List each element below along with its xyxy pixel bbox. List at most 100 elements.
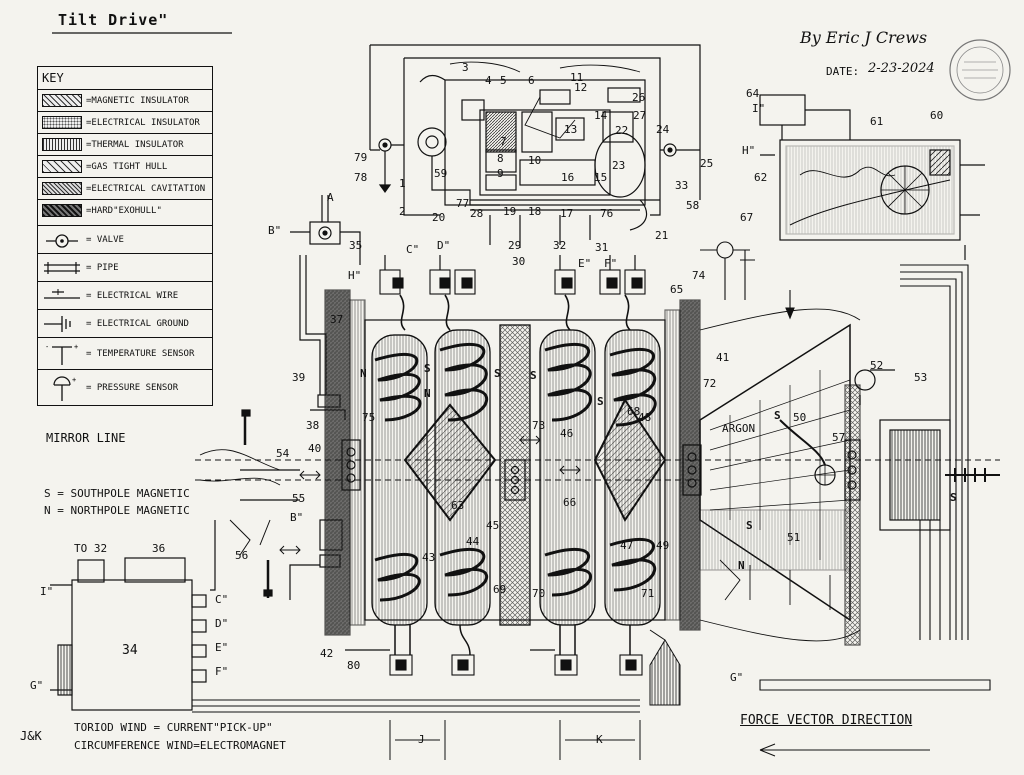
part-number: 47 <box>620 539 634 552</box>
part-number: 49 <box>656 539 670 552</box>
part-number: 12 <box>574 81 588 94</box>
part-number: 53 <box>914 371 928 384</box>
part-number: 54 <box>276 447 290 460</box>
part-number: 56 <box>235 549 249 562</box>
part-number: 25 <box>700 157 714 170</box>
part-number: 77 <box>456 197 470 210</box>
pole-mark: N <box>738 559 745 572</box>
pole-mark: S <box>746 519 753 532</box>
pole-mark: S <box>774 409 781 422</box>
part-number: 46 <box>560 427 574 440</box>
letter-label: H" <box>742 144 756 157</box>
heater-tank <box>759 94 985 260</box>
key-label: =MAGNETIC INSULATOR <box>86 96 189 106</box>
part-number: 40 <box>308 442 322 455</box>
part-number: 48 <box>638 411 652 424</box>
letter-label: E" <box>578 257 592 270</box>
key-label: =ELECTRICAL CAVITATION <box>86 184 206 194</box>
part-number: 71 <box>641 587 655 600</box>
part-number: 2 <box>399 205 406 218</box>
key-row: =ELECTRICAL INSULATOR <box>38 111 212 134</box>
pole-mark: N <box>424 387 431 400</box>
letter-label: F" <box>604 257 618 270</box>
part-number: 19 <box>503 205 517 218</box>
part-number: 70 <box>532 587 546 600</box>
jk-label: J&K <box>20 729 42 743</box>
part-number: 79 <box>354 151 368 164</box>
letter-label: H" <box>348 269 362 282</box>
letter-label: C" <box>406 243 420 256</box>
magnetic-insulator-swatch <box>42 94 82 107</box>
pole-mark: S <box>950 491 957 504</box>
part-number: 6 <box>528 74 535 87</box>
part-number: 29 <box>508 239 522 252</box>
letter-label: E" <box>215 641 229 654</box>
thermal-insulator-swatch <box>42 138 82 151</box>
part-number: 57 <box>832 431 846 444</box>
part-number: 38 <box>306 419 320 432</box>
author-signature: By Eric J Crews <box>800 28 928 47</box>
part-number: 63 <box>451 499 465 512</box>
part-number: 74 <box>692 269 706 282</box>
date-label: DATE: <box>826 65 860 78</box>
argon-label: ARGON <box>722 422 756 435</box>
part-number: 69 <box>493 583 507 596</box>
part-number: 75 <box>362 411 376 424</box>
part-number: 22 <box>615 124 629 137</box>
letter-label: B" <box>290 511 304 524</box>
key-row: + = PRESSURE SENSOR <box>38 369 212 406</box>
pole-mark: S <box>424 362 431 375</box>
key-label: = ELECTRICAL GROUND <box>86 319 189 329</box>
part-number: 58 <box>686 199 700 212</box>
gas-tight-hull-swatch <box>42 160 82 173</box>
force-vector-label: FORCE VECTOR DIRECTION <box>740 713 913 728</box>
part-number: 35 <box>349 239 363 252</box>
hard-exohull-swatch <box>42 204 82 217</box>
part-number: 26 <box>632 91 646 104</box>
part-number: 73 <box>532 419 546 432</box>
flow-arrows <box>279 435 581 555</box>
key-label: =GAS TIGHT HULL <box>86 162 168 172</box>
key-label: = PIPE <box>86 263 119 273</box>
north-pole-legend: N = NORTHPOLE MAGNETIC <box>44 504 190 517</box>
part-number: 52 <box>870 359 884 372</box>
part-number: 72 <box>703 377 717 390</box>
part-number: 39 <box>292 371 306 384</box>
part-number: 65 <box>670 283 684 296</box>
part-number: 37 <box>330 313 344 326</box>
part-number: 13 <box>564 123 578 136</box>
key-row: -+ = TEMPERATURE SENSOR <box>38 337 212 370</box>
pressure-sensor-symbol-icon: + <box>53 376 76 401</box>
letter-label: F" <box>215 665 229 678</box>
part-number: 9 <box>497 167 504 180</box>
part-number: 14 <box>594 109 608 122</box>
key-row: = ELECTRICAL WIRE <box>38 281 212 310</box>
electrical-wire-symbol-icon <box>44 289 80 299</box>
key-label: =ELECTRICAL INSULATOR <box>86 118 200 128</box>
part-number: 31 <box>595 241 609 254</box>
legend-key: KEY =MAGNETIC INSULATOR =ELECTRICAL INSU… <box>37 66 213 406</box>
svg-text:+: + <box>74 343 78 351</box>
key-row: = VALVE <box>38 225 212 254</box>
part-number: 62 <box>754 171 768 184</box>
part-number: 27 <box>633 109 647 122</box>
key-row: =THERMAL INSULATOR <box>38 133 212 156</box>
key-row: =HARD"EXOHULL" <box>38 199 212 222</box>
dimension-k-label: K <box>596 733 603 746</box>
letter-label: G" <box>730 671 744 684</box>
part-number: 64 <box>746 87 760 100</box>
box-34-label: 34 <box>122 643 138 658</box>
part-number: 16 <box>561 171 575 184</box>
key-label: = VALVE <box>86 235 124 245</box>
dimension-j-label: J <box>418 733 425 746</box>
diagram-title: Tilt Drive" <box>58 11 169 29</box>
part-number: 50 <box>793 411 807 424</box>
key-row: =GAS TIGHT HULL <box>38 155 212 178</box>
part-number: 76 <box>600 207 614 220</box>
box-34 <box>50 520 640 713</box>
letter-label: G" <box>30 679 44 692</box>
control-module <box>369 44 701 248</box>
mirror-line-label: MIRROR LINE <box>46 431 126 445</box>
part-number: 11 <box>570 71 584 84</box>
